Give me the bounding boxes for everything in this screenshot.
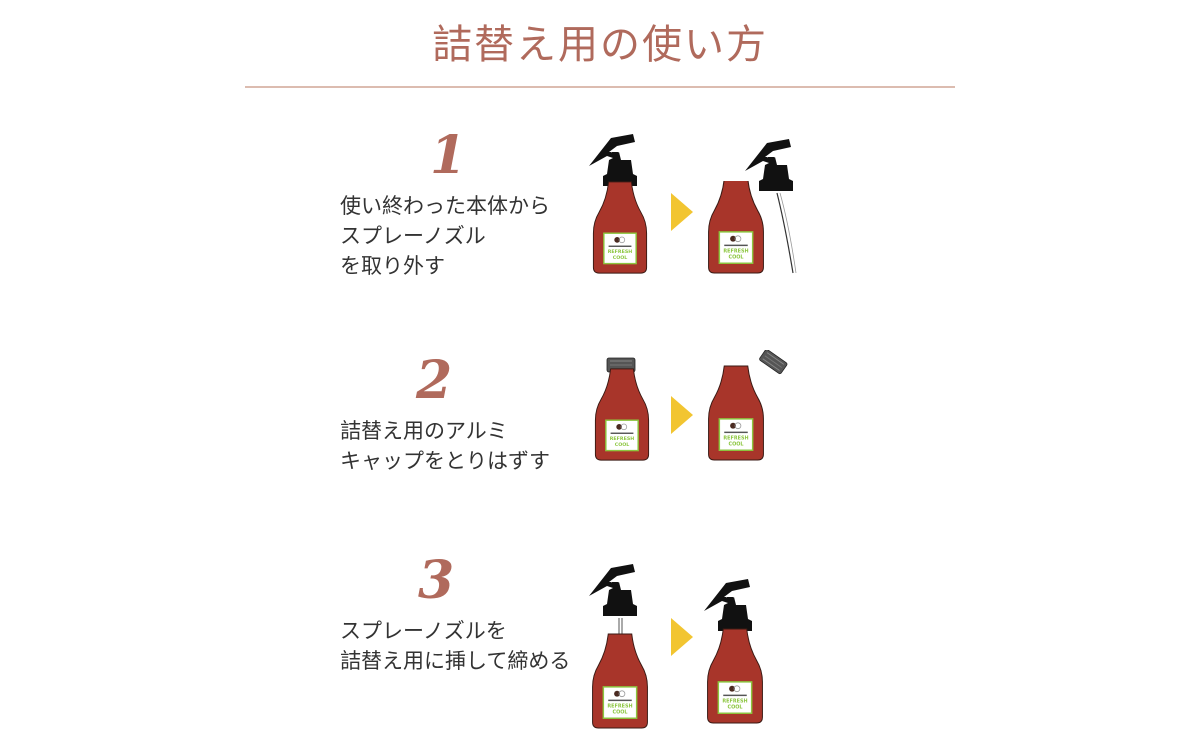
- bottle-nozzle-removed-image: [707, 138, 797, 274]
- arrow-right-icon: [671, 193, 693, 231]
- title-divider: [245, 86, 955, 88]
- nozzle-inserting-image: [588, 563, 649, 729]
- arrow-right-icon: [671, 618, 693, 656]
- spray-bottle-with-nozzle-image: [588, 133, 648, 274]
- step-number: 3: [418, 550, 455, 611]
- arrow-right-icon: [671, 396, 693, 434]
- step-instruction: 詰替え用のアルミ キャップをとりはずす: [340, 419, 550, 473]
- step-number: 2: [416, 350, 453, 411]
- step-instruction: スプレーノズルを 詰替え用に挿して締める: [340, 619, 571, 673]
- step-number: 1: [430, 125, 467, 186]
- step-instruction: 使い終わった本体から スプレーノズル を取り外す: [340, 194, 550, 278]
- refill-bottle-cap-removed-image: [707, 350, 789, 461]
- refill-bottle-with-cap-image: [594, 357, 650, 461]
- page-title: 詰替え用の使い方: [432, 22, 768, 68]
- spray-bottle-assembled-image: [703, 578, 764, 724]
